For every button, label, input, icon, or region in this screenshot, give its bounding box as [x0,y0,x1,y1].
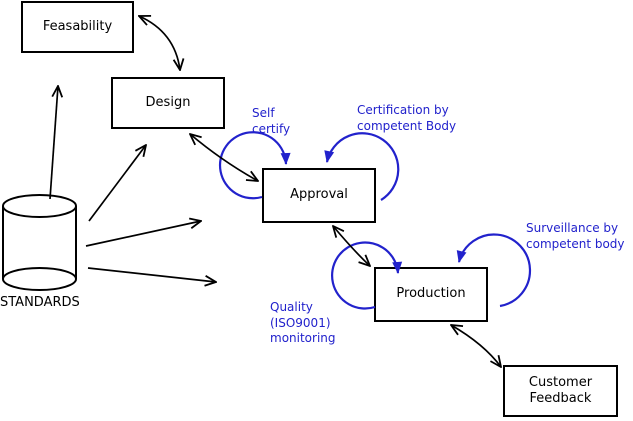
quality-annotation: Quality (ISO9001) monitoring [270,300,336,347]
self-certify-line1: Self [252,106,275,120]
quality-line1: Quality [270,300,313,314]
feasability-design-double-arrow [139,16,180,70]
feasability-label: Feasability [42,18,113,34]
standards-to-production-arrow [87,267,216,282]
standards-to-feasability-arrow [49,86,58,200]
self-certify-annotation: Self certify [252,106,290,137]
certification-line1: Certification by [357,103,449,117]
surveillance-line1: Surveillance by [526,221,619,235]
standards-cylinder-icon [2,194,77,291]
surveillance-line2: competent body [526,236,625,251]
customer-feedback-box: Customer Feedback [503,365,618,417]
production-label: Production [396,286,466,302]
feasability-box: Feasability [21,1,134,53]
customer-feedback-label-line1: Customer [528,374,593,390]
quality-line2: (ISO9001) [270,315,331,330]
approval-label: Approval [290,187,348,203]
surveillance-annotation: Surveillance by competent body [526,221,625,252]
customer-feedback-label-line2: Feedback [529,391,592,406]
design-approval-double-arrow [190,134,258,181]
self-certify-line2: certify [252,121,291,136]
production-box: Production [374,267,488,322]
certification-line2: competent Body [357,118,457,133]
approval-production-double-arrow [333,226,370,266]
standards-to-approval-arrow [85,221,201,247]
standards-label: STANDARDS [0,295,80,310]
design-label: Design [145,94,191,110]
standards-to-design-arrow [88,145,146,222]
approval-box: Approval [262,168,376,223]
design-box: Design [111,77,225,129]
quality-line3: monitoring [270,331,336,346]
production-customer-double-arrow [451,325,501,367]
certification-annotation: Certification by competent Body [357,103,456,134]
